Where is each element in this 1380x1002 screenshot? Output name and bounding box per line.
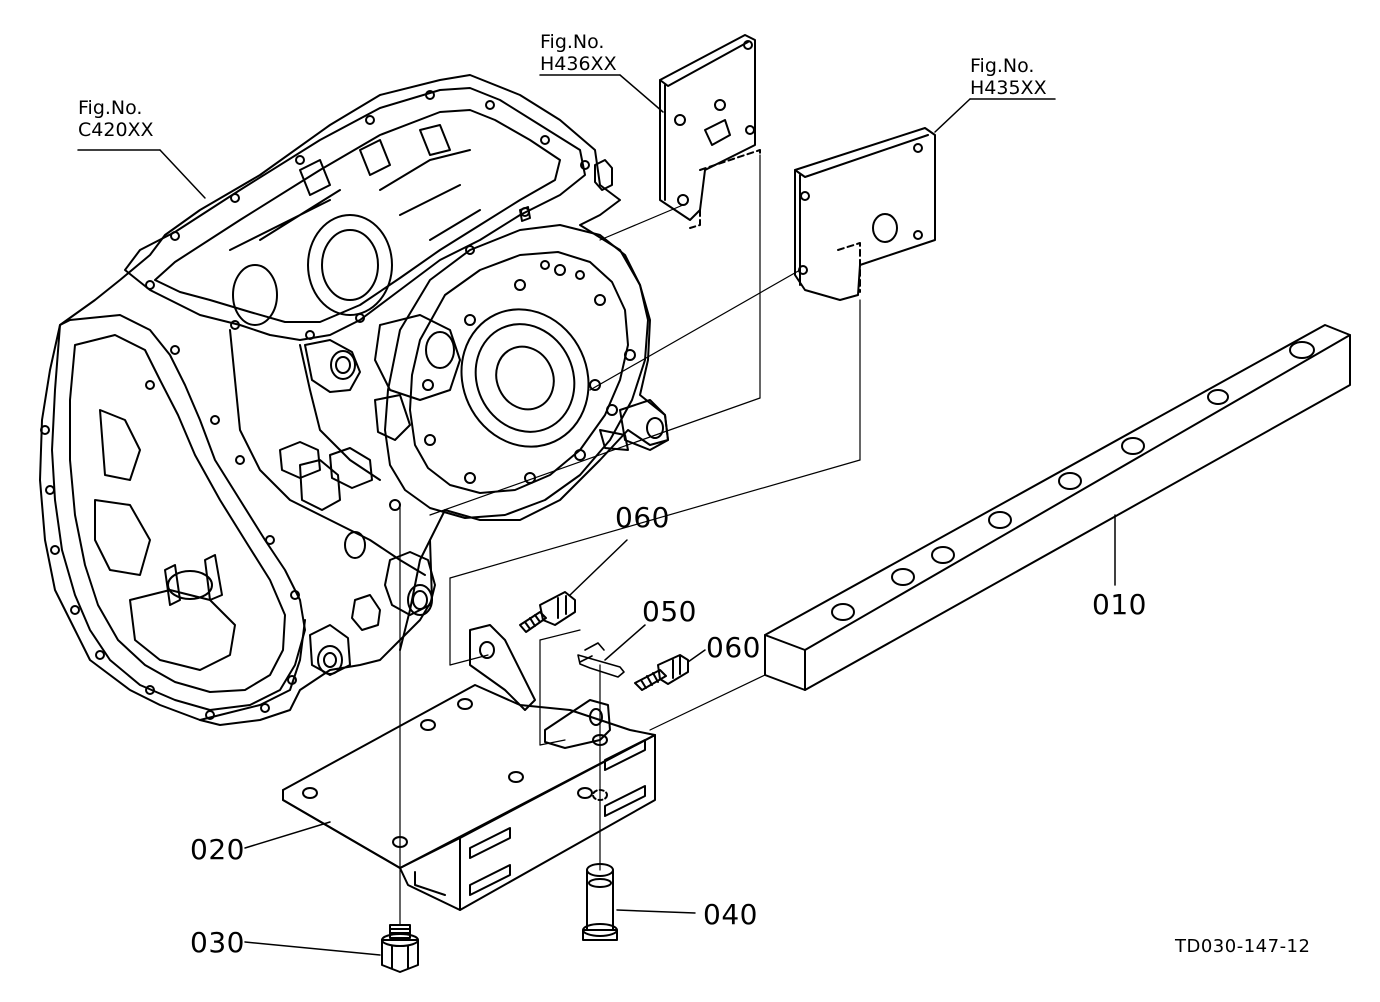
snap-pin-050 <box>577 642 625 678</box>
fig-ref-h435xx-line1: Fig.No. <box>970 55 1035 77</box>
plate-h435xx <box>794 127 936 301</box>
bolt-030 <box>381 924 419 973</box>
fig-ref-h436xx: Fig.No. H436XX <box>540 31 617 76</box>
fig-ref-h435xx: Fig.No. H435XX <box>970 55 1047 100</box>
drawing-code: TD030-147-12 <box>1175 936 1311 957</box>
part-number-050: 050 <box>642 595 697 628</box>
drawbar-bracket-020 <box>282 624 656 911</box>
fig-ref-h436xx-line2: H436XX <box>540 52 617 75</box>
part-number-060-upper: 060 <box>615 501 670 534</box>
transmission-housing <box>39 74 669 726</box>
part-number-030: 030 <box>190 926 245 959</box>
part-number-020: 020 <box>190 833 245 866</box>
fig-ref-h436xx-line1: Fig.No. <box>540 31 605 53</box>
bolt-060-lower <box>634 654 689 691</box>
fig-ref-h435xx-line2: H435XX <box>970 76 1047 99</box>
pin-040 <box>582 863 618 941</box>
plate-h436xx <box>659 34 761 229</box>
fig-ref-c420xx-line2: C420XX <box>78 118 154 141</box>
fig-ref-c420xx-line1: Fig.No. <box>78 97 143 119</box>
bolt-060-upper <box>519 591 576 633</box>
assembly-lines <box>399 154 861 926</box>
part-number-040: 040 <box>703 898 758 931</box>
fig-ref-c420xx: Fig.No. C420XX <box>78 97 154 142</box>
part-number-010: 010 <box>1092 588 1147 621</box>
drawbar-010 <box>764 324 1351 691</box>
leader-lines <box>77 74 1116 956</box>
part-number-060-lower: 060 <box>706 631 761 664</box>
